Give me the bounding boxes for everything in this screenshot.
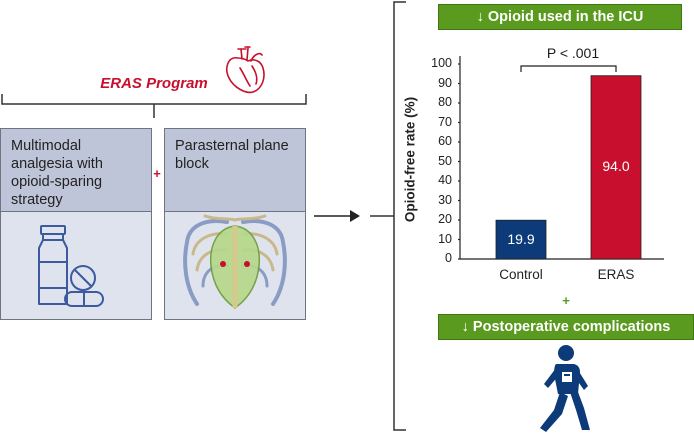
p-value-text: P < .001 — [546, 45, 600, 61]
y-tick-label: 30 — [438, 192, 452, 207]
y-tick-label: 40 — [438, 173, 452, 187]
strategy-parasternal-label: Parasternal plane block — [164, 128, 306, 212]
opioid-free-rate-chart — [458, 56, 664, 260]
x-category-label: Control — [499, 267, 543, 282]
bar-value-label: 94.0 — [602, 158, 630, 175]
complications-outcome-banner: ↓ Postoperative complications — [438, 314, 694, 340]
arrow-right-icon — [314, 210, 360, 222]
strategy-card-parasternal: Parasternal plane block — [164, 128, 306, 212]
y-tick-label: 50 — [438, 153, 452, 168]
opioid-outcome-banner: ↓ Opioid used in the ICU — [438, 4, 682, 30]
x-category-label: ERAS — [597, 267, 635, 282]
program-plus-sign: + — [153, 166, 161, 181]
strategy-multimodal-label: Multimodal analgesia with opioid-sparing… — [0, 128, 152, 212]
y-axis-label: Opioid-free rate (%) — [402, 96, 418, 223]
medication-icon — [38, 225, 104, 307]
y-tick-label: 20 — [438, 212, 452, 226]
y-tick-label: 80 — [438, 95, 452, 109]
outcome-plus-sign: + — [562, 293, 570, 308]
outcome-bracket — [370, 1, 406, 431]
strategy-card-multimodal: Multimodal analgesia with opioid-sparing… — [0, 128, 152, 212]
bar-value-label: 19.9 — [507, 230, 535, 247]
y-tick-label: 0 — [445, 251, 452, 265]
walking-person-icon — [540, 345, 590, 432]
y-tick-label: 100 — [431, 56, 452, 70]
bar-control — [495, 219, 547, 260]
rib-cage-icon — [183, 214, 287, 309]
program-bracket — [1, 94, 307, 118]
y-tick-label: 70 — [438, 114, 452, 129]
y-tick-label: 60 — [438, 134, 452, 148]
p-value-annotation: P < .001 — [528, 45, 618, 61]
bar-eras — [590, 75, 642, 260]
y-tick-label: 90 — [438, 75, 452, 90]
medication-panel — [0, 212, 152, 320]
heart-icon — [226, 46, 265, 94]
rib-cage-panel — [164, 212, 306, 320]
eras-program-title: ERAS Program — [100, 75, 208, 92]
significance-bracket — [520, 65, 617, 72]
y-tick-label: 10 — [438, 231, 452, 246]
